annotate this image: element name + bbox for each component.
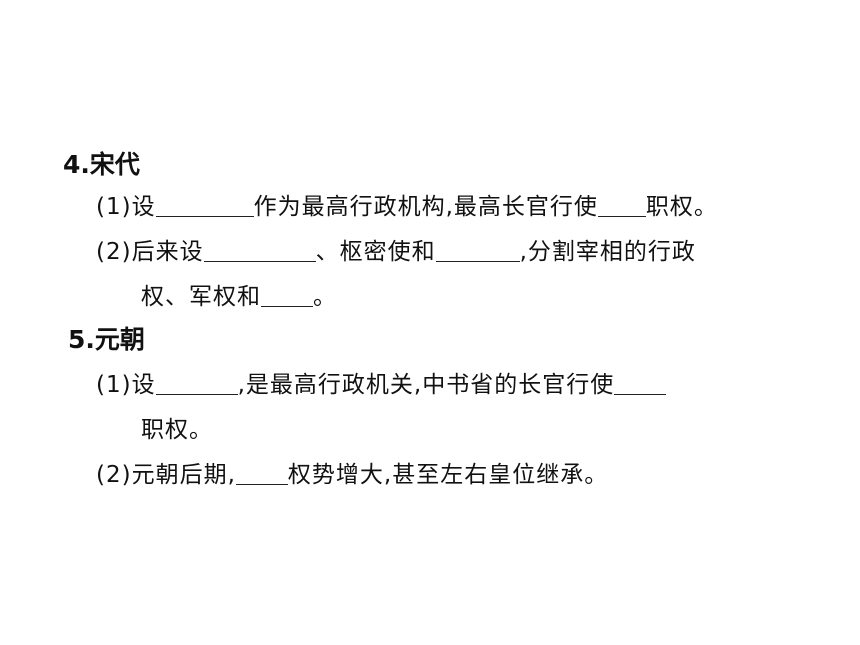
blank-field: [435, 239, 520, 262]
blank-field: [235, 462, 288, 485]
yuan-q1-prefix: (1)设: [96, 372, 156, 398]
yuan-q2-prefix: (2)元朝后期,: [96, 462, 236, 488]
yuan-q1-mid: ,是最高行政机关,中书省的长官行使: [237, 372, 615, 398]
blank-field: [261, 284, 313, 307]
yuan-question-2: (2)元朝后期, 权势增大,甚至左右皇位继承。: [96, 455, 608, 489]
song-question-1: (1)设 作为最高行政机构,最高长官行使 职权。: [96, 187, 718, 221]
song-q2-mid2: ,分割宰相的行政: [519, 239, 696, 265]
yuan-question-1: (1)设 ,是最高行政机关,中书省的长官行使: [96, 365, 667, 399]
song-q1-mid: 作为最高行政机构,最高长官行使: [253, 194, 598, 220]
section-yuan-heading: 5.元朝: [68, 325, 145, 354]
song-q1-prefix: (1)设: [96, 194, 156, 220]
song-q2-mid1: 、枢密使和: [315, 239, 436, 265]
blank-field: [155, 372, 238, 395]
blank-field: [597, 194, 646, 217]
song-question-2-continued: 权、军权和 。: [141, 277, 337, 311]
blank-field: [614, 372, 667, 395]
song-q2-cont-suffix: 。: [313, 284, 337, 310]
song-q1-suffix: 职权。: [645, 194, 718, 220]
blank-field: [203, 239, 316, 262]
song-question-2: (2)后来设 、枢密使和 ,分割宰相的行政: [96, 232, 696, 266]
yuan-question-1-continued: 职权。: [141, 417, 213, 443]
blank-field: [155, 194, 254, 217]
song-q2-prefix: (2)后来设: [96, 239, 204, 265]
song-q2-cont-prefix: 权、军权和: [141, 284, 261, 310]
yuan-q2-suffix: 权势增大,甚至左右皇位继承。: [287, 462, 609, 488]
section-song-heading: 4.宋代: [63, 150, 140, 179]
